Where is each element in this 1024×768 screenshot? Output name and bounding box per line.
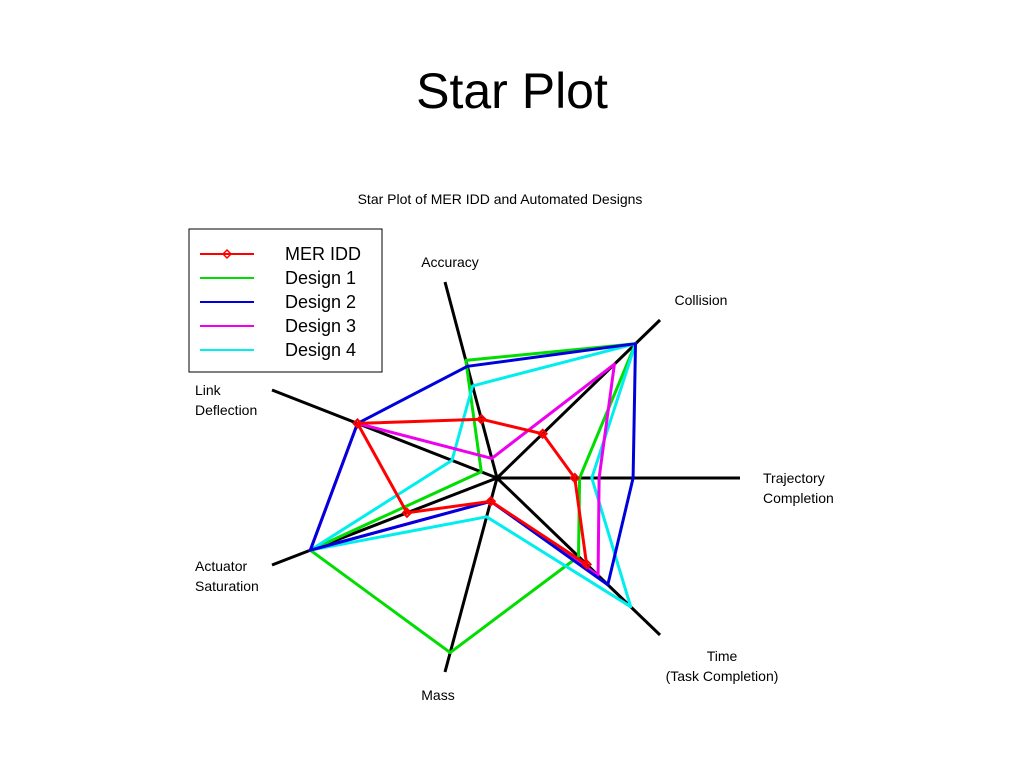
series-design-2 [308,342,637,587]
axis-line-mass [443,477,499,673]
axis-label-trajectory-completion: Trajectory [763,470,825,486]
legend-label-mer-idd: MER IDD [285,244,361,264]
point-mer-idd-accuracy [475,413,487,425]
axis-line-link-deflection [271,388,498,480]
point-mer-idd-mass [485,495,497,507]
axis-label-time-task-completion: (Task Completion) [666,668,779,684]
legend: MER IDD Design 1 Design 2 Design 3 Design 4 [188,228,383,373]
axis-label-link-deflection: Deflection [195,402,257,418]
axis-line-accuracy [443,281,499,479]
legend-label-design-1: Design 1 [285,268,356,288]
legend-label-design-3: Design 3 [285,316,356,336]
axis-label-collision: Collision [675,292,728,308]
axis-label-actuator-saturation: Actuator [195,558,247,574]
legend-box [188,228,383,373]
chart-title: Star Plot of MER IDD and Automated Desig… [358,191,643,207]
point-mer-idd-time-task-completion [581,558,593,570]
axis-label-time-task-completion: Time [707,648,738,664]
legend-label-design-2: Design 2 [285,292,356,312]
axis-label-trajectory-completion: Completion [763,490,834,506]
axis-label-actuator-saturation: Saturation [195,578,259,594]
point-mer-idd-trajectory-completion [569,472,581,484]
point-mer-idd-collision [537,428,549,440]
legend-label-design-4: Design 4 [285,340,356,360]
point-mer-idd-actuator-saturation [401,507,413,519]
axis-label-link-deflection: Link [195,382,222,398]
series-design-1 [308,342,637,655]
point-mer-idd-link-deflection [352,418,363,429]
series-group [308,342,637,655]
axis-labels-group: AccuracyCollisionTrajectoryCompletionTim… [195,254,834,703]
axis-label-mass: Mass [421,687,454,703]
axis-label-accuracy: Accuracy [421,254,479,270]
series-mer-idd [356,417,589,566]
series-design-4 [308,342,637,609]
slide-title: Star Plot [416,63,608,119]
legend-marker-mer-idd [221,248,233,260]
